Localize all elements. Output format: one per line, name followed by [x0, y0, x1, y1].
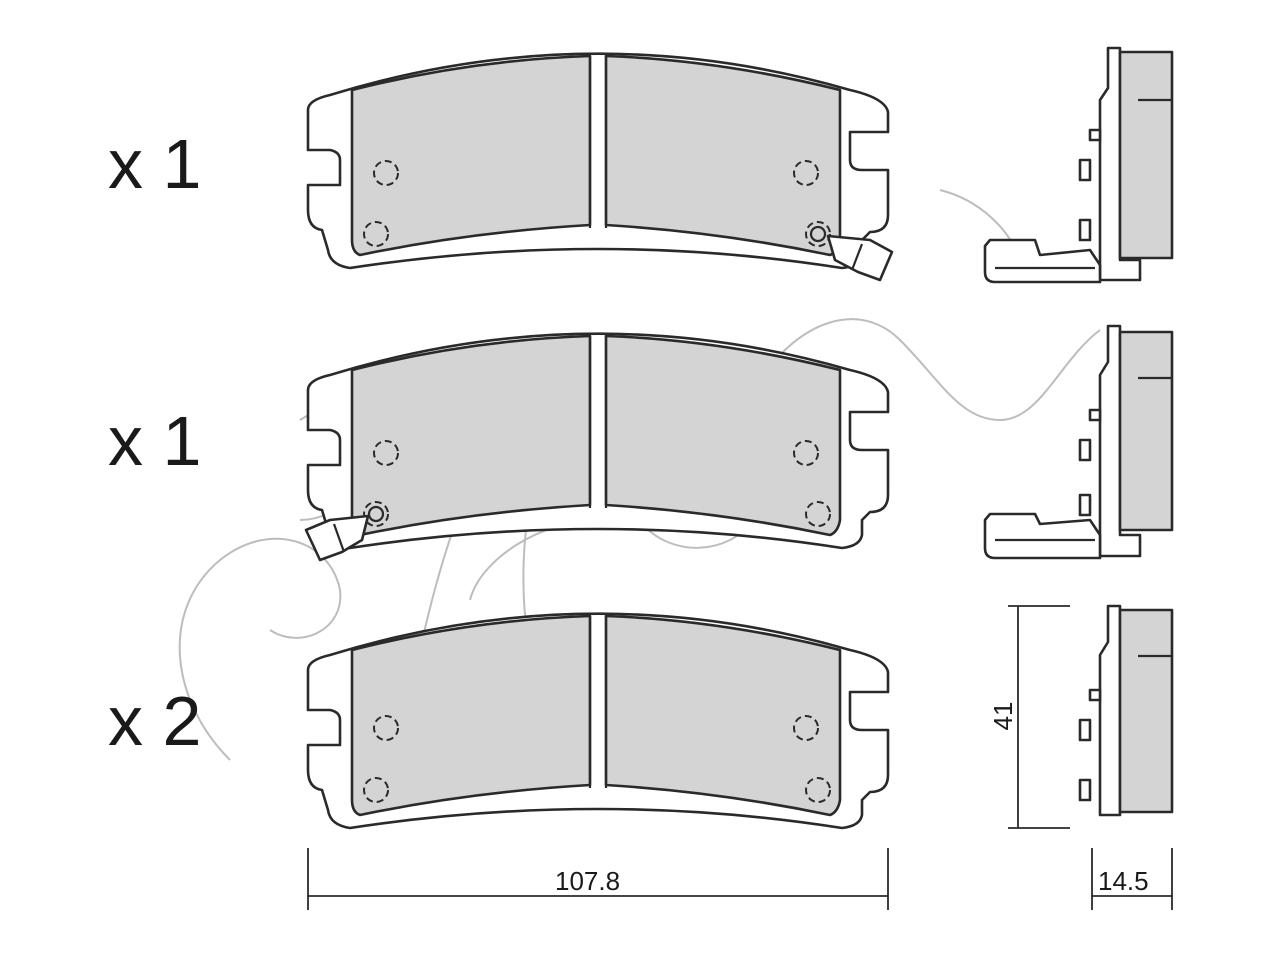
quantity-label-3: x 2 — [108, 682, 201, 760]
friction-material-left — [350, 54, 592, 257]
mounting-hole — [373, 440, 399, 466]
friction-material-right — [604, 334, 842, 537]
friction-material-left — [350, 614, 592, 817]
mounting-hole — [805, 777, 831, 803]
mounting-hole — [805, 221, 831, 247]
friction-material-right — [604, 614, 842, 817]
mounting-hole — [363, 777, 389, 803]
side-view-1 — [983, 46, 1174, 284]
quantity-label-2: x 1 — [108, 402, 201, 480]
brake-pad-1 — [306, 52, 894, 282]
mounting-hole — [373, 160, 399, 186]
mounting-hole — [373, 715, 399, 741]
mounting-hole — [793, 440, 819, 466]
friction-material-left — [350, 334, 592, 537]
side-view-2 — [983, 324, 1174, 560]
width-dimension: 107.8 — [307, 848, 889, 910]
width-value: 107.8 — [555, 866, 620, 896]
side-view-3 — [1078, 604, 1174, 817]
thickness-dimension: 14.5 — [1091, 848, 1173, 910]
quantity-label-1: x 1 — [108, 125, 201, 203]
mounting-hole — [793, 160, 819, 186]
brake-pad-3 — [306, 612, 890, 830]
brake-pad-2 — [304, 332, 890, 562]
mounting-hole — [363, 221, 389, 247]
wear-sensor-clip — [304, 505, 385, 562]
friction-material-right — [604, 54, 842, 257]
wear-sensor-clip — [809, 225, 894, 282]
mounting-hole — [363, 501, 389, 527]
mounting-hole — [793, 715, 819, 741]
height-value: 41 — [988, 702, 1018, 731]
mounting-hole — [805, 501, 831, 527]
height-dimension: 41 — [988, 605, 1070, 829]
thickness-value: 14.5 — [1098, 866, 1149, 896]
